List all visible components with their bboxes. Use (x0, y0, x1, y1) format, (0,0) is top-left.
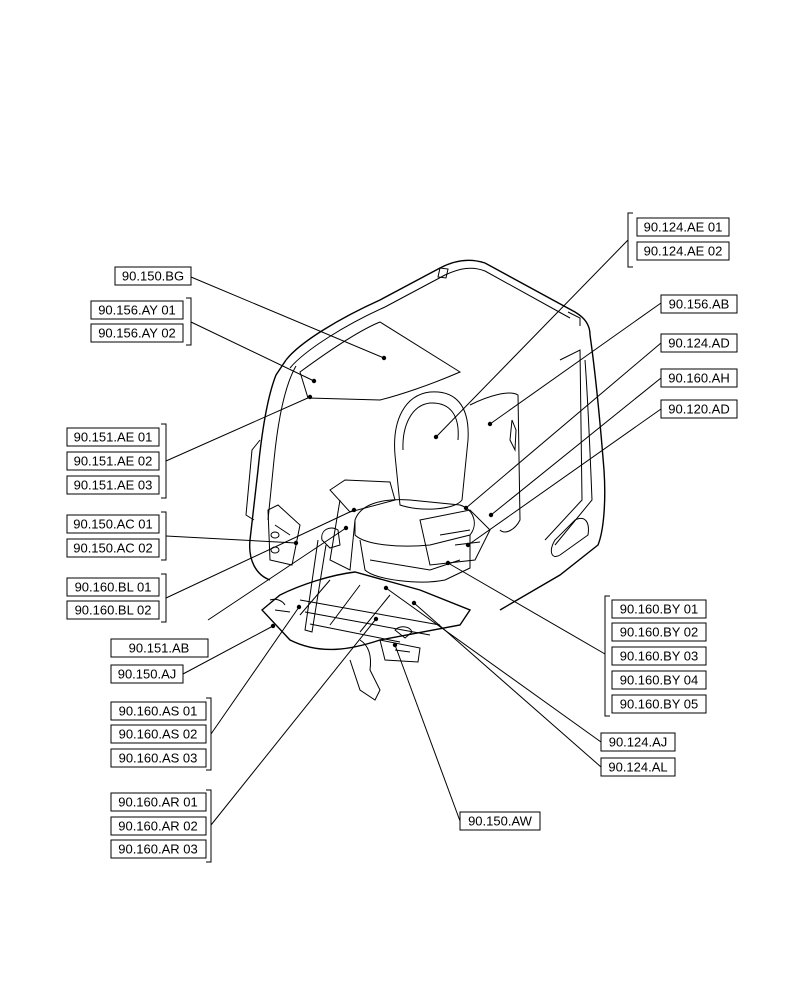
label-90-150-aj: 90.150.AJ (110, 664, 184, 684)
label-90-124-al: 90.124.AL (600, 757, 676, 777)
label-90-150-ac-02: 90.150.AC 02 (66, 538, 160, 558)
label-90-156-ay-02: 90.156.AY 02 (90, 323, 184, 343)
svg-text:90.124.AD: 90.124.AD (668, 336, 729, 351)
cab-roof-window (299, 321, 462, 401)
svg-text:90.156.AY 02: 90.156.AY 02 (98, 326, 176, 341)
svg-text:90.124.AL: 90.124.AL (608, 760, 667, 775)
svg-text:90.160.BY 05: 90.160.BY 05 (620, 697, 699, 712)
seat-cushion (354, 499, 475, 547)
svg-text:90.151.AE 02: 90.151.AE 02 (74, 454, 153, 469)
svg-text:90.160.AS 03: 90.160.AS 03 (119, 751, 198, 766)
label-90-160-bl-02: 90.160.BL 02 (66, 600, 160, 620)
svg-text:90.151.AE 03: 90.151.AE 03 (74, 478, 153, 493)
svg-text:90.124.AE 01: 90.124.AE 01 (644, 220, 723, 235)
label-90-160-ar-02: 90.160.AR 02 (110, 816, 207, 836)
label-90-160-as-03: 90.160.AS 03 (110, 748, 207, 768)
label-90-124-ae-01: 90.124.AE 01 (636, 217, 730, 237)
label-90-124-ad: 90.124.AD (660, 333, 738, 353)
leader-lines (165, 239, 662, 826)
svg-text:90.160.AS 02: 90.160.AS 02 (119, 727, 198, 742)
svg-text:90.124.AJ: 90.124.AJ (609, 735, 668, 750)
label-90-151-ae-03: 90.151.AE 03 (66, 475, 160, 495)
control-lever (304, 539, 327, 633)
svg-text:90.150.BG: 90.150.BG (122, 269, 184, 284)
svg-text:90.150.AC 01: 90.150.AC 01 (73, 517, 153, 532)
svg-text:90.150.AJ: 90.150.AJ (118, 667, 177, 682)
label-90-160-as-02: 90.160.AS 02 (110, 724, 207, 744)
label-90-150-ac-01: 90.150.AC 01 (66, 514, 160, 534)
label-90-150-aw: 90.150.AW (459, 811, 541, 831)
svg-text:90.160.AS 01: 90.160.AS 01 (119, 704, 198, 719)
svg-text:90.150.AW: 90.150.AW (468, 814, 533, 829)
svg-text:90.160.BY 01: 90.160.BY 01 (620, 602, 699, 617)
leader-dots (270, 355, 494, 648)
svg-text:90.160.AR 03: 90.160.AR 03 (118, 842, 198, 857)
label-90-160-ah: 90.160.AH (660, 368, 738, 388)
label-90-160-bl-01: 90.160.BL 01 (66, 577, 160, 597)
svg-text:90.156.AY 01: 90.156.AY 01 (98, 303, 176, 318)
svg-text:90.151.AE 01: 90.151.AE 01 (74, 430, 153, 445)
label-90-160-by-02: 90.160.BY 02 (611, 622, 707, 642)
label-90-151-ab: 90.151.AB (110, 638, 209, 658)
svg-text:90.160.BL 02: 90.160.BL 02 (75, 603, 152, 618)
label-90-151-ae-01: 90.151.AE 01 (66, 427, 160, 447)
svg-text:90.156.AB: 90.156.AB (669, 297, 730, 312)
svg-text:90.150.AC 02: 90.150.AC 02 (73, 541, 153, 556)
svg-text:90.151.AB: 90.151.AB (129, 641, 190, 656)
svg-text:90.160.BY 02: 90.160.BY 02 (620, 625, 699, 640)
svg-text:90.160.BL 01: 90.160.BL 01 (75, 580, 152, 595)
svg-text:90.160.AR 01: 90.160.AR 01 (118, 795, 198, 810)
group-brackets (161, 212, 633, 863)
label-90-160-ar-01: 90.160.AR 01 (110, 792, 207, 812)
svg-text:90.160.BY 04: 90.160.BY 04 (620, 673, 699, 688)
cab-roof (285, 259, 591, 361)
svg-text:90.124.AE 02: 90.124.AE 02 (644, 244, 723, 259)
label-90-156-ay-01: 90.156.AY 01 (90, 300, 184, 320)
label-90-120-ad: 90.120.AD (660, 399, 738, 419)
svg-text:90.160.AH: 90.160.AH (668, 371, 729, 386)
label-90-160-by-04: 90.160.BY 04 (611, 670, 707, 690)
cab-illustration (245, 259, 606, 701)
seat-backrest (394, 391, 469, 510)
label-90-150-bg: 90.150.BG (114, 266, 192, 286)
label-90-151-ae-02: 90.151.AE 02 (66, 451, 160, 471)
svg-text:90.160.BY 03: 90.160.BY 03 (620, 649, 699, 664)
cab-front-frame (249, 359, 287, 581)
label-90-124-aj: 90.124.AJ (600, 732, 676, 752)
label-90-160-by-03: 90.160.BY 03 (611, 646, 707, 666)
cab-floor (260, 571, 472, 651)
cab-right-side (499, 334, 606, 611)
svg-text:90.160.AR 02: 90.160.AR 02 (118, 819, 198, 834)
label-90-124-ae-02: 90.124.AE 02 (636, 241, 730, 261)
label-90-160-by-01: 90.160.BY 01 (611, 599, 707, 619)
svg-text:90.120.AD: 90.120.AD (668, 402, 729, 417)
label-90-160-as-01: 90.160.AS 01 (110, 701, 207, 721)
label-90-160-by-05: 90.160.BY 05 (611, 694, 707, 714)
label-90-156-ab: 90.156.AB (660, 294, 738, 314)
label-90-160-ar-03: 90.160.AR 03 (110, 839, 207, 859)
